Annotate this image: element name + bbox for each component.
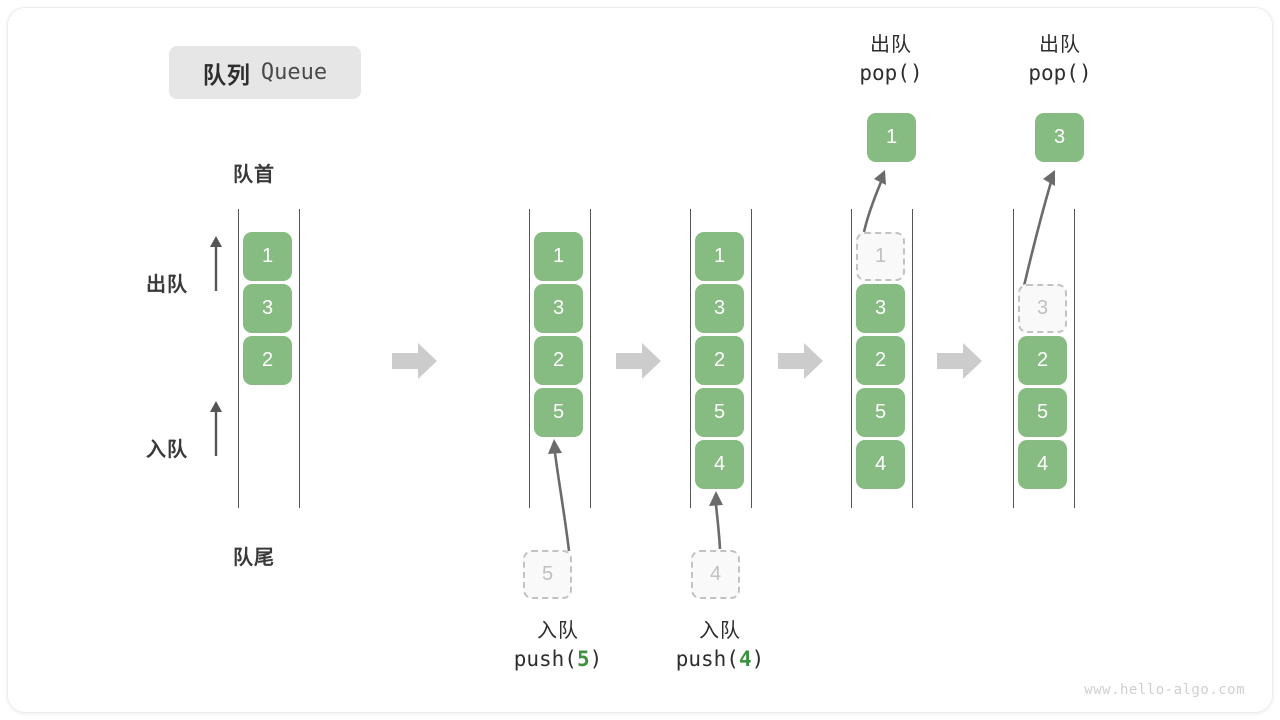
- caption-code: pop(): [859, 61, 923, 85]
- rail-left-col2: [529, 209, 530, 508]
- pop-arrow-icon: [1018, 168, 1068, 288]
- caption-code: push(5): [513, 647, 603, 671]
- pending-item: 4: [691, 550, 740, 599]
- rail-left-col3: [690, 209, 691, 508]
- queue-item: 3: [856, 284, 905, 333]
- queue-item: 2: [243, 336, 292, 385]
- label-head: 队首: [233, 164, 275, 186]
- rail-right-col4: [912, 209, 913, 508]
- caption-push-4: 入队 push(4): [605, 618, 835, 674]
- right-arrow-icon: [937, 341, 983, 381]
- right-arrow-icon: [392, 341, 438, 381]
- right-arrow-icon: [778, 341, 824, 381]
- queue-item: 2: [856, 336, 905, 385]
- push-arrow-icon: [545, 437, 585, 553]
- title-badge: 队列 Queue: [169, 46, 361, 99]
- queue-item: 4: [1018, 440, 1067, 489]
- queue-item-new: 4: [695, 440, 744, 489]
- queue-item-removed: 3: [1018, 284, 1067, 333]
- queue-item: 3: [695, 284, 744, 333]
- queue-item-new: 5: [534, 388, 583, 437]
- queue-item: 1: [243, 232, 292, 281]
- caption-pop-1: 出队 pop(): [806, 32, 976, 88]
- rail-left-col1: [238, 209, 239, 508]
- rail-left-col4: [851, 209, 852, 508]
- queue-item: 4: [856, 440, 905, 489]
- caption-pop-3: 出队 pop(): [975, 32, 1145, 88]
- push-arrow-icon: [707, 489, 737, 551]
- popped-item: 3: [1035, 113, 1084, 162]
- queue-item: 2: [695, 336, 744, 385]
- queue-item: 1: [534, 232, 583, 281]
- title-en: Queue: [260, 60, 328, 85]
- queue-item: 5: [856, 388, 905, 437]
- caption-push-5: 入队 push(5): [443, 618, 673, 674]
- caption-cn: 出队: [870, 34, 912, 56]
- rail-right-col3: [751, 209, 752, 508]
- popped-item: 1: [867, 113, 916, 162]
- rail-left-col5: [1013, 209, 1014, 508]
- rail-right-col1: [299, 209, 300, 508]
- queue-item: 1: [695, 232, 744, 281]
- queue-item: 5: [695, 388, 744, 437]
- queue-item: 2: [534, 336, 583, 385]
- queue-item: 3: [534, 284, 583, 333]
- up-arrow-icon-enqueue: [206, 399, 226, 457]
- label-enqueue: 入队: [146, 439, 188, 461]
- caption-code: push(4): [675, 647, 765, 671]
- right-arrow-icon: [616, 341, 662, 381]
- caption-code: pop(): [1028, 61, 1092, 85]
- pop-arrow-icon: [856, 168, 896, 234]
- queue-item-removed: 1: [856, 232, 905, 281]
- caption-cn: 入队: [699, 620, 741, 642]
- queue-item: 5: [1018, 388, 1067, 437]
- caption-cn: 入队: [537, 620, 579, 642]
- caption-cn: 出队: [1039, 34, 1081, 56]
- label-dequeue: 出队: [146, 274, 188, 296]
- label-tail: 队尾: [233, 547, 275, 569]
- title-cn: 队列: [202, 61, 251, 88]
- rail-right-col5: [1074, 209, 1075, 508]
- queue-item: 3: [243, 284, 292, 333]
- watermark: www.hello-algo.com: [1084, 682, 1245, 698]
- up-arrow-icon-dequeue: [206, 234, 226, 292]
- pending-item: 5: [523, 550, 572, 599]
- rail-right-col2: [590, 209, 591, 508]
- queue-item: 2: [1018, 336, 1067, 385]
